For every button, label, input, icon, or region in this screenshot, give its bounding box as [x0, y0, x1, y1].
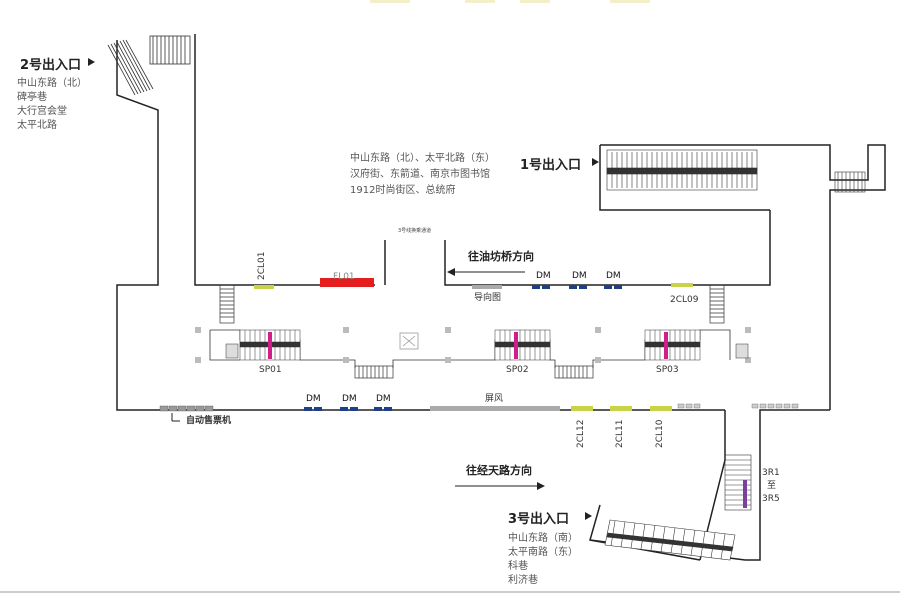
exit2-street-1: 中山东路（北） [17, 78, 87, 89]
dm-bars [304, 285, 622, 411]
guide-map-bar [472, 285, 502, 289]
dm-label-top-1: DM [536, 271, 551, 281]
dm-label-bottom-1: DM [306, 394, 321, 404]
exit1-arrow-icon [592, 158, 599, 166]
west-arrow-icon [447, 268, 525, 276]
exit2-arrow-icon [88, 58, 95, 66]
exit3-street-1: 中山东路（南） [508, 533, 578, 544]
stairs-3r1: 3R1 [762, 468, 780, 478]
fl01-label: FL01 [333, 272, 355, 282]
east-arrow-icon [455, 482, 545, 490]
arrow-icons [88, 58, 599, 520]
dm-label-bottom-2: DM [342, 394, 357, 404]
cl10-label: 2CL10 [655, 419, 665, 448]
escalator-sp02 [494, 329, 551, 361]
dm-label-bottom-3: DM [376, 394, 391, 404]
stairs-to: 至 [767, 481, 777, 491]
center-lift-icon [399, 332, 419, 350]
exit3-arrow-icon [585, 512, 592, 520]
cl09-label: 2CL09 [670, 295, 699, 305]
sp02-label: SP02 [506, 365, 529, 375]
exit3-street-4: 利济巷 [508, 575, 538, 586]
pillars [195, 327, 751, 363]
direction-youfangqiao: 往油坊桥方向 [468, 250, 534, 263]
sp03-label: SP03 [656, 365, 679, 375]
side-lifts [225, 343, 749, 359]
exit3-title: 3号出入口 [508, 512, 570, 527]
sp01-label: SP01 [259, 365, 282, 375]
exit2-street-3: 大行宫会堂 [17, 106, 67, 117]
dm-label-top-3: DM [606, 271, 621, 281]
ticket-machine-label: 自动售票机 [186, 416, 232, 426]
ticket-machines [159, 405, 214, 412]
platform-stairs [219, 284, 725, 379]
dm-label-top-2: DM [572, 271, 587, 281]
exit1-street-1: 中山东路（北）、太平北路（东） [350, 153, 495, 164]
escalator-sp03 [644, 329, 701, 361]
screen-wind-bar [430, 406, 560, 411]
cl12-label: 2CL12 [576, 419, 586, 448]
exit2-stairs [107, 35, 191, 96]
top-marks [370, 0, 650, 3]
direction-jingtianlu: 往经天路方向 [466, 464, 532, 477]
exit2-title: 2号出入口 [20, 58, 82, 73]
escalator-sp01 [239, 329, 301, 361]
cl11-label: 2CL11 [615, 419, 625, 448]
exit1-street-2: 汉府街、东箭道、南京市图书馆 [350, 169, 490, 180]
line3-transfer-label: 3号线换乘通道 [398, 228, 432, 234]
exit1-street-3: 1912时尚街区、总统府 [350, 185, 456, 196]
screen-wind-label: 屏风 [485, 394, 504, 404]
entrance-arrow-icon [171, 413, 180, 422]
cl-bars [254, 283, 693, 411]
guide-map-label: 导向图 [474, 293, 502, 303]
exit3-street-3: 科巷 [508, 561, 528, 572]
exit3-street-2: 太平南路（东） [508, 547, 578, 558]
exit1-escalators [606, 149, 866, 193]
fl01-bar [320, 278, 374, 287]
exit2-street-4: 太平北路 [17, 120, 57, 131]
exit2-street-2: 碑亭巷 [17, 92, 47, 103]
cl01-label: 2CL01 [257, 251, 267, 280]
ticket-gates [677, 403, 799, 409]
exit1-title: 1号出入口 [520, 158, 582, 173]
stairs-3r5: 3R5 [762, 494, 780, 504]
exit3-escalators [604, 454, 752, 561]
